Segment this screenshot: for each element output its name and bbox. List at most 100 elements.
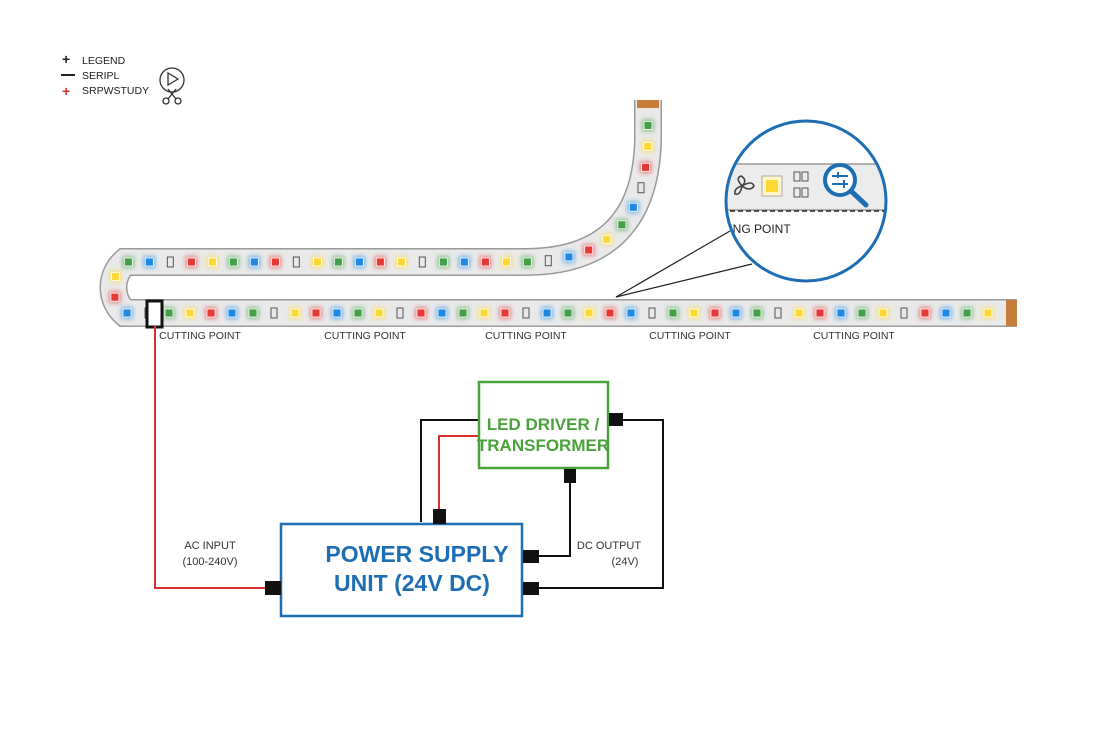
psu-terminal-right-lower[interactable] — [523, 582, 539, 595]
led-chip — [731, 308, 741, 318]
resistor-mark — [900, 307, 908, 319]
led-strip — [99, 100, 1017, 329]
led-chip — [248, 308, 258, 318]
magnifier-callout: TING POINT — [615, 119, 888, 298]
resistor-mark — [544, 255, 552, 267]
led-chips — [108, 119, 994, 320]
led-chip — [628, 202, 638, 212]
led-chip — [374, 308, 384, 318]
led-chip — [290, 308, 300, 318]
led-chip — [249, 257, 259, 267]
led-chip — [458, 308, 468, 318]
driver-title-line1: LED DRIVER / — [487, 415, 600, 434]
led-chip — [333, 257, 343, 267]
psu-title-line1: POWER SUPPLY — [325, 541, 508, 567]
led-chip — [501, 257, 511, 267]
resistor-mark — [166, 256, 174, 268]
strip-connector[interactable] — [145, 299, 164, 329]
magnifier-ring — [724, 119, 888, 283]
psu-terminal-left[interactable] — [265, 581, 281, 595]
led-chip — [962, 308, 972, 318]
cutting-point-labels: CUTTING POINT CUTTING POINT CUTTING POIN… — [159, 330, 895, 342]
led-chip — [668, 308, 678, 318]
strip-top-pad — [637, 100, 659, 108]
led-chip — [480, 257, 490, 267]
resistor-mark — [396, 307, 404, 319]
led-chip — [186, 257, 196, 267]
psu-title-line2: UNIT (24V DC) — [334, 570, 490, 596]
legend: + LEGEND SERIPL + SRPWSTUDY — [61, 51, 185, 105]
red-wire-driver-psu — [438, 435, 479, 514]
resistor-mark — [418, 256, 426, 268]
led-chip — [396, 257, 406, 267]
led-chip — [353, 308, 363, 318]
led-chip — [689, 308, 699, 318]
dc-output-voltage: (24V) — [612, 556, 639, 568]
led-chip — [941, 308, 951, 318]
led-chip — [983, 308, 993, 318]
driver-terminal-right[interactable] — [609, 413, 623, 426]
driver-outline — [477, 380, 610, 470]
wires — [154, 326, 664, 589]
led-chip — [500, 308, 510, 318]
led-chip — [857, 308, 867, 318]
led-chip — [227, 308, 237, 318]
resistor-mark — [774, 307, 782, 319]
psu-terminal-right-upper[interactable] — [523, 550, 539, 563]
legend-symbol-1: + — [62, 51, 70, 67]
led-chip — [752, 308, 762, 318]
legend-symbol-3: + — [62, 83, 70, 99]
callout-line-upper — [615, 230, 731, 298]
led-chip — [122, 308, 132, 318]
led-chip — [110, 292, 120, 302]
legend-label-2: SERIPL — [82, 70, 120, 82]
led-chip — [206, 308, 216, 318]
led-chip — [354, 257, 364, 267]
led-chip — [438, 257, 448, 267]
magnifier-label: TING POINT — [722, 222, 791, 236]
led-chip — [605, 308, 615, 318]
led-driver-box[interactable]: LED DRIVER / TRANSFORMER — [477, 380, 610, 470]
led-chip — [416, 308, 426, 318]
black-wire-driver-psu — [420, 419, 479, 522]
cutting-point-label-2: CUTTING POINT — [324, 330, 406, 342]
psu-outline — [279, 522, 524, 618]
led-chip — [207, 257, 217, 267]
led-chip — [185, 308, 195, 318]
resistor-mark — [522, 307, 530, 319]
power-supply-box[interactable]: POWER SUPPLY UNIT (24V DC) — [279, 522, 524, 618]
legend-label-3: SRPWSTUDY — [82, 85, 149, 97]
led-chip — [584, 245, 594, 255]
led-chip — [878, 308, 888, 318]
ac-input-label: AC INPUT — [184, 540, 236, 552]
led-chip — [836, 308, 846, 318]
led-chip — [110, 272, 120, 281]
resistor-icons — [793, 171, 809, 198]
cutting-point-label-3: CUTTING POINT — [485, 330, 567, 342]
led-chip — [563, 308, 573, 318]
strip-end-pad — [1006, 300, 1017, 326]
cutting-point-label-4: CUTTING POINT — [649, 330, 731, 342]
driver-title-line2: TRANSFORMER — [477, 436, 609, 455]
resistor-mark — [648, 307, 656, 319]
led-chip — [479, 308, 489, 318]
resistor-mark — [270, 307, 278, 319]
driver-terminal-bottom[interactable] — [564, 469, 576, 483]
led-chip — [270, 257, 280, 267]
led-chip — [617, 220, 627, 230]
led-chip — [312, 257, 322, 267]
led-chip — [522, 257, 532, 267]
psu-terminal-top[interactable] — [433, 509, 446, 524]
scissors-bulb-icon — [159, 67, 185, 105]
ac-input-range: (100-240V) — [182, 556, 237, 568]
led-chip — [123, 257, 133, 267]
led-chip — [311, 308, 321, 318]
led-chip — [815, 308, 825, 318]
led-chip — [794, 308, 804, 318]
black-wire-driver-bottom — [527, 470, 571, 557]
led-chip — [375, 257, 385, 267]
led-chip — [228, 257, 238, 267]
dc-output-label: DC OUTPUT — [577, 540, 641, 552]
led-chip — [641, 162, 651, 172]
black-wire-dc-output — [527, 419, 664, 589]
